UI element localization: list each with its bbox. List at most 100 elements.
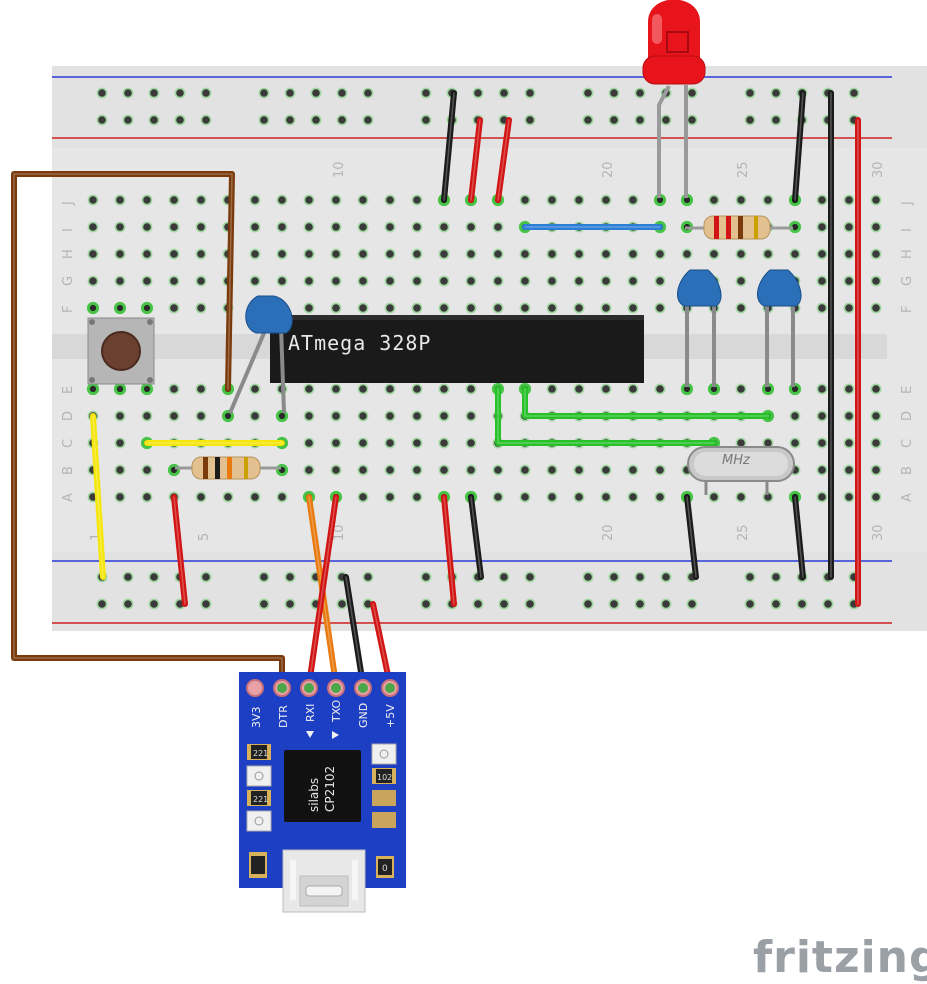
breadboard-hole (627, 491, 639, 503)
capacitor-right-2 (756, 269, 802, 387)
rail-hole (744, 571, 756, 583)
breadboard-hole (654, 464, 666, 476)
breadboard-hole (519, 302, 531, 314)
breadboard-hole (195, 248, 207, 260)
breadboard-hole (465, 248, 477, 260)
wire-brown-dtr-highlight (13, 173, 283, 686)
atmega-chip: ATmega 328P (270, 315, 644, 383)
rail-hole (634, 87, 646, 99)
rail-hole (258, 571, 270, 583)
rail-hole (634, 571, 646, 583)
breadboard-hole (195, 383, 207, 395)
rail-hole (608, 571, 620, 583)
column-number: 25 (736, 524, 751, 541)
rail-hole (420, 571, 432, 583)
rail-hole (744, 87, 756, 99)
breadboard-hole (87, 275, 99, 287)
breadboard-hole (600, 302, 612, 314)
breadboard-hole (708, 248, 720, 260)
row-letter: J (61, 201, 76, 206)
breadboard-hole (411, 464, 423, 476)
rail-hole (582, 598, 594, 610)
rail-hole (362, 87, 374, 99)
rail-hole (122, 571, 134, 583)
breadboard-hole (816, 491, 828, 503)
breadboard-hole (357, 194, 369, 206)
breadboard: J I H G F E D C B A J I H G F E D C B A … (52, 66, 927, 631)
column-number: 1 (89, 533, 104, 541)
breadboard-hole (357, 437, 369, 449)
breadboard-hole (330, 248, 342, 260)
rail-hole (582, 571, 594, 583)
breadboard-hole (465, 383, 477, 395)
rail-hole (796, 598, 808, 610)
breadboard-hole (492, 302, 504, 314)
rail-hole (310, 114, 322, 126)
breadboard-hole (654, 275, 666, 287)
breadboard-hole (816, 275, 828, 287)
breadboard-hole (384, 248, 396, 260)
breadboard-hole (195, 491, 207, 503)
wire-red-rxi-highlight (308, 496, 337, 686)
breadboard-hole (546, 248, 558, 260)
breadboard-hole (870, 383, 882, 395)
breadboard-hole (87, 194, 99, 206)
breadboard-hole (816, 221, 828, 233)
smd-label: 221 (253, 795, 268, 804)
rail-hole (770, 114, 782, 126)
breadboard-hole (384, 194, 396, 206)
breadboard-hole (843, 491, 855, 503)
wire-black-gnd-highlight (345, 576, 364, 686)
rail-hole (848, 87, 860, 99)
rail-hole (284, 114, 296, 126)
wire-black-top-2-highlight (794, 92, 804, 201)
row-letter: D (900, 411, 915, 421)
chip-brand: silabs (307, 778, 321, 812)
breadboard-hole (492, 491, 504, 503)
breadboard-hole (843, 221, 855, 233)
crystal-label: MHz (722, 453, 751, 468)
breadboard-hole (600, 248, 612, 260)
breadboard-hole (168, 248, 180, 260)
rail-hole (258, 598, 270, 610)
rail-hole (608, 114, 620, 126)
breadboard-hole (168, 221, 180, 233)
breadboard-hole (384, 275, 396, 287)
breadboard-hole (384, 464, 396, 476)
breadboard-hole (573, 275, 585, 287)
breadboard-hole (87, 248, 99, 260)
wire-green-1-highlight (497, 388, 715, 444)
breadboard-hole (411, 221, 423, 233)
column-number: 30 (871, 161, 886, 178)
wire-black-bottom-3-highlight (794, 496, 804, 578)
breadboard-hole (762, 194, 774, 206)
rail-hole (96, 87, 108, 99)
breadboard-hole (735, 383, 747, 395)
breadboard-hole (411, 275, 423, 287)
row-letter: D (61, 411, 76, 421)
breadboard-hole (438, 221, 450, 233)
breadboard-hole (870, 194, 882, 206)
breadboard-hole (816, 194, 828, 206)
crystal-oscillator: MHz (687, 446, 795, 495)
breadboard-hole (141, 221, 153, 233)
micro-usb-connector (282, 849, 366, 913)
breadboard-hole (492, 464, 504, 476)
rail-hole (634, 598, 646, 610)
breadboard-hole (870, 248, 882, 260)
rail-hole (122, 87, 134, 99)
breadboard-hole (330, 383, 342, 395)
breadboard-hole (735, 248, 747, 260)
breadboard-hole (195, 221, 207, 233)
rail-hole (660, 114, 672, 126)
wire-red-bottom-2-highlight (443, 496, 455, 605)
push-button[interactable] (87, 317, 155, 385)
wire-red-top-2-highlight (497, 119, 510, 201)
button-cap[interactable] (101, 331, 141, 371)
breadboard-hole (141, 248, 153, 260)
breadboard-hole (114, 248, 126, 260)
pin-label-txo: TXO (330, 699, 343, 723)
rail-hole (336, 598, 348, 610)
breadboard-hole (546, 464, 558, 476)
row-letter: A (61, 493, 76, 502)
